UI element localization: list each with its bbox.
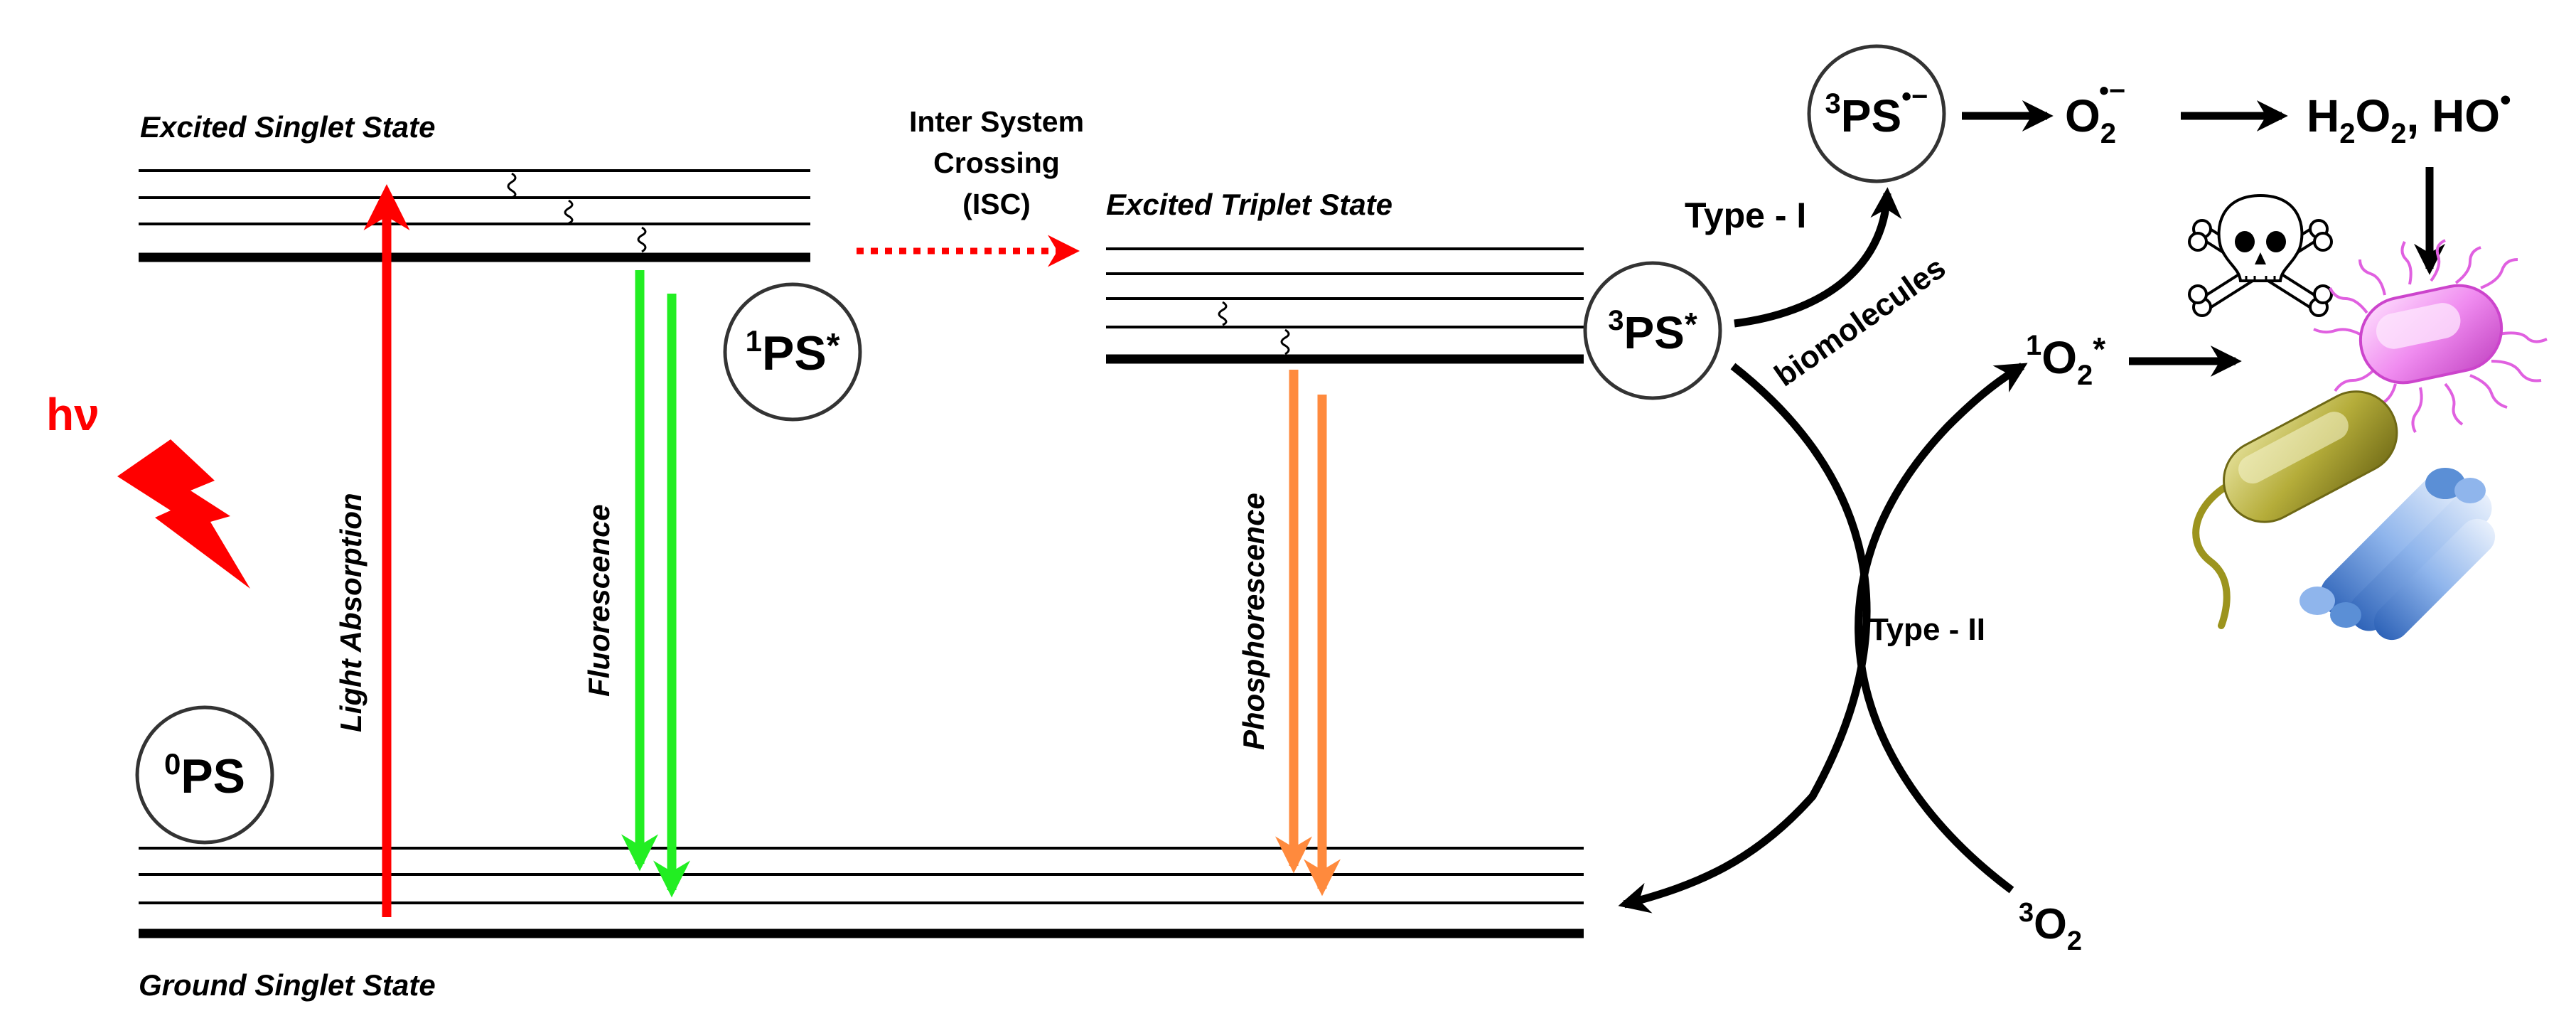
lightning-icon <box>117 439 250 589</box>
h2o2-h: H <box>2307 90 2339 141</box>
superoxide-sub: 2 <box>2100 118 2116 149</box>
singlet-oxygen-sup: 1 <box>2026 330 2041 361</box>
h-nu-label: hν <box>46 389 100 440</box>
biomolecules-label: biomolecules <box>1769 250 1952 393</box>
hydroxyl-radical: • <box>2500 82 2511 117</box>
fluorescence-label: Fluorescence <box>582 504 616 697</box>
isc-label-line3: (ISC) <box>962 188 1031 220</box>
singlet-oxygen-sub: 2 <box>2077 360 2093 391</box>
ps1-species: 1PS* <box>723 282 862 422</box>
ps0-main: PS <box>181 749 245 803</box>
ps0-species: 0PS <box>135 705 274 845</box>
ps3-species: 3PS* <box>1583 261 1722 400</box>
svg-text:3PS•−: 3PS•− <box>1825 81 1928 141</box>
svg-text:0PS: 0PS <box>164 747 245 803</box>
blue-bacterium-icon <box>2299 468 2496 641</box>
phosphorescence-label: Phosphorescence <box>1237 493 1270 750</box>
singlet-oxygen-suffix: * <box>2093 331 2105 368</box>
ground-singlet-state-label: Ground Singlet State <box>139 968 436 1002</box>
ps3-sup: 3 <box>1608 305 1624 336</box>
ps1-sup: 1 <box>746 324 762 358</box>
triplet-oxygen-main: O <box>2034 900 2067 948</box>
excited-triplet-state-label: Excited Triplet State <box>1106 188 1392 221</box>
nu-symbol: ν <box>74 389 100 440</box>
ground-singlet-levels <box>139 847 1584 938</box>
ps0-sup: 0 <box>164 747 181 781</box>
ps3-radical-charge: •− <box>1901 81 1928 112</box>
h2o2-sub1: 2 <box>2339 118 2355 149</box>
type-two-oxygen-arrow <box>1855 363 2028 894</box>
h2o2-o: O <box>2355 90 2390 141</box>
superoxide-main: O <box>2065 90 2100 141</box>
ps1-main: PS <box>762 326 827 380</box>
type-two-return-arrow <box>1618 363 1871 914</box>
ros-separator: , <box>2407 90 2432 141</box>
ps3-radical-sup: 3 <box>1825 88 1841 119</box>
excited-singlet-state-label: Excited Singlet State <box>140 110 435 144</box>
ps3-radical-main: PS <box>1841 90 1901 141</box>
triplet-oxygen-label: 3O2 <box>2019 898 2082 956</box>
isc-label: Inter System Crossing (ISC) <box>909 105 1084 220</box>
ros-label: H2O2, HO• <box>2307 82 2511 149</box>
ps1-suffix: * <box>827 327 840 365</box>
h-symbol: h <box>46 389 74 440</box>
type-one-arrow <box>1734 187 1902 328</box>
skull-crossbones-icon <box>2188 193 2333 317</box>
superoxide-label: O2 •− <box>2065 75 2125 149</box>
triplet-oxygen-sup: 3 <box>2019 898 2034 928</box>
singlet-oxygen-main: O <box>2041 332 2077 383</box>
type-one-label: Type - I <box>1685 196 1806 235</box>
triplet-oxygen-sub: 2 <box>2067 926 2082 956</box>
svg-text:3PS*: 3PS* <box>1608 305 1697 358</box>
ps3-suffix: * <box>1685 306 1697 343</box>
isc-label-line1: Inter System <box>909 105 1084 138</box>
ps3-radical-species: 3PS•− <box>1807 44 1946 183</box>
triplet-vibrational-relaxation-squiggles <box>1218 301 1290 355</box>
superoxide-charge: •− <box>2099 75 2125 107</box>
h2o2-sub2: 2 <box>2390 118 2406 149</box>
singlet-vibrational-relaxation-squiggles <box>507 172 647 253</box>
light-absorption-label: Light Absorption <box>334 493 367 732</box>
singlet-oxygen-label: 1O2* <box>2026 330 2105 391</box>
ps3-main: PS <box>1624 307 1684 358</box>
excited-triplet-levels <box>1106 247 1584 364</box>
svg-text:1PS*: 1PS* <box>746 324 840 380</box>
excited-singlet-levels <box>139 169 810 262</box>
isc-label-line2: Crossing <box>933 146 1060 179</box>
type-two-label: Type - II <box>1869 612 1985 647</box>
hydroxyl-main: HO <box>2432 90 2500 141</box>
olive-bacterium-icon <box>2192 390 2398 629</box>
